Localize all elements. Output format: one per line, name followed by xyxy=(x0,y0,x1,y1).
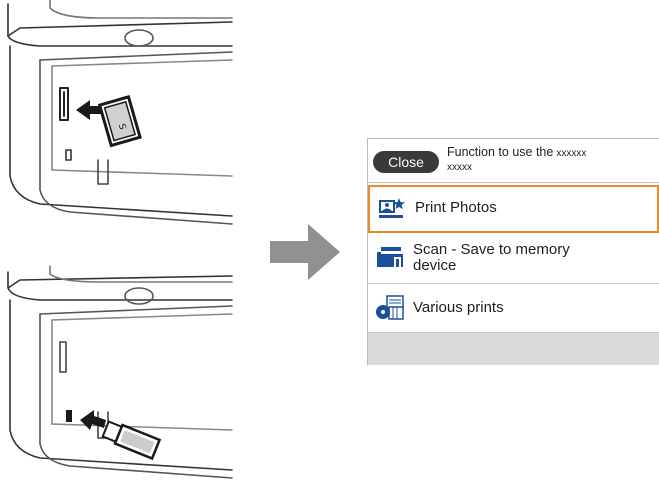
flow-arrow-icon xyxy=(270,224,340,280)
header-title-line2: xxxxx xyxy=(447,162,472,173)
various-prints-icon xyxy=(375,295,405,321)
header-title-suffix: xxxxxx xyxy=(556,148,587,159)
print-photos-label: Print Photos xyxy=(415,199,497,216)
panel-footer xyxy=(368,333,659,365)
arrow-shape xyxy=(270,224,340,280)
menu-item-various-prints[interactable]: Various prints xyxy=(368,284,659,333)
scan-save-label-line2: device xyxy=(413,257,457,274)
photo-print-icon xyxy=(377,196,407,222)
svg-text:S: S xyxy=(116,123,127,132)
menu-item-print-photos[interactable]: Print Photos xyxy=(368,185,659,233)
memory-card-illustration: S xyxy=(0,0,240,230)
menu-item-scan-save-to-memory[interactable]: Scan - Save to memory device xyxy=(368,234,659,284)
scan-save-label-line1: Scan - Save to memory xyxy=(413,241,570,258)
close-button[interactable]: Close xyxy=(373,151,439,173)
header-title: Function to use the xyxy=(447,145,554,159)
scan-to-memory-icon xyxy=(375,245,405,271)
various-prints-label: Various prints xyxy=(413,299,504,316)
scan-save-label: Scan - Save to memory device xyxy=(413,242,633,274)
usb-drive-illustration xyxy=(0,252,240,481)
